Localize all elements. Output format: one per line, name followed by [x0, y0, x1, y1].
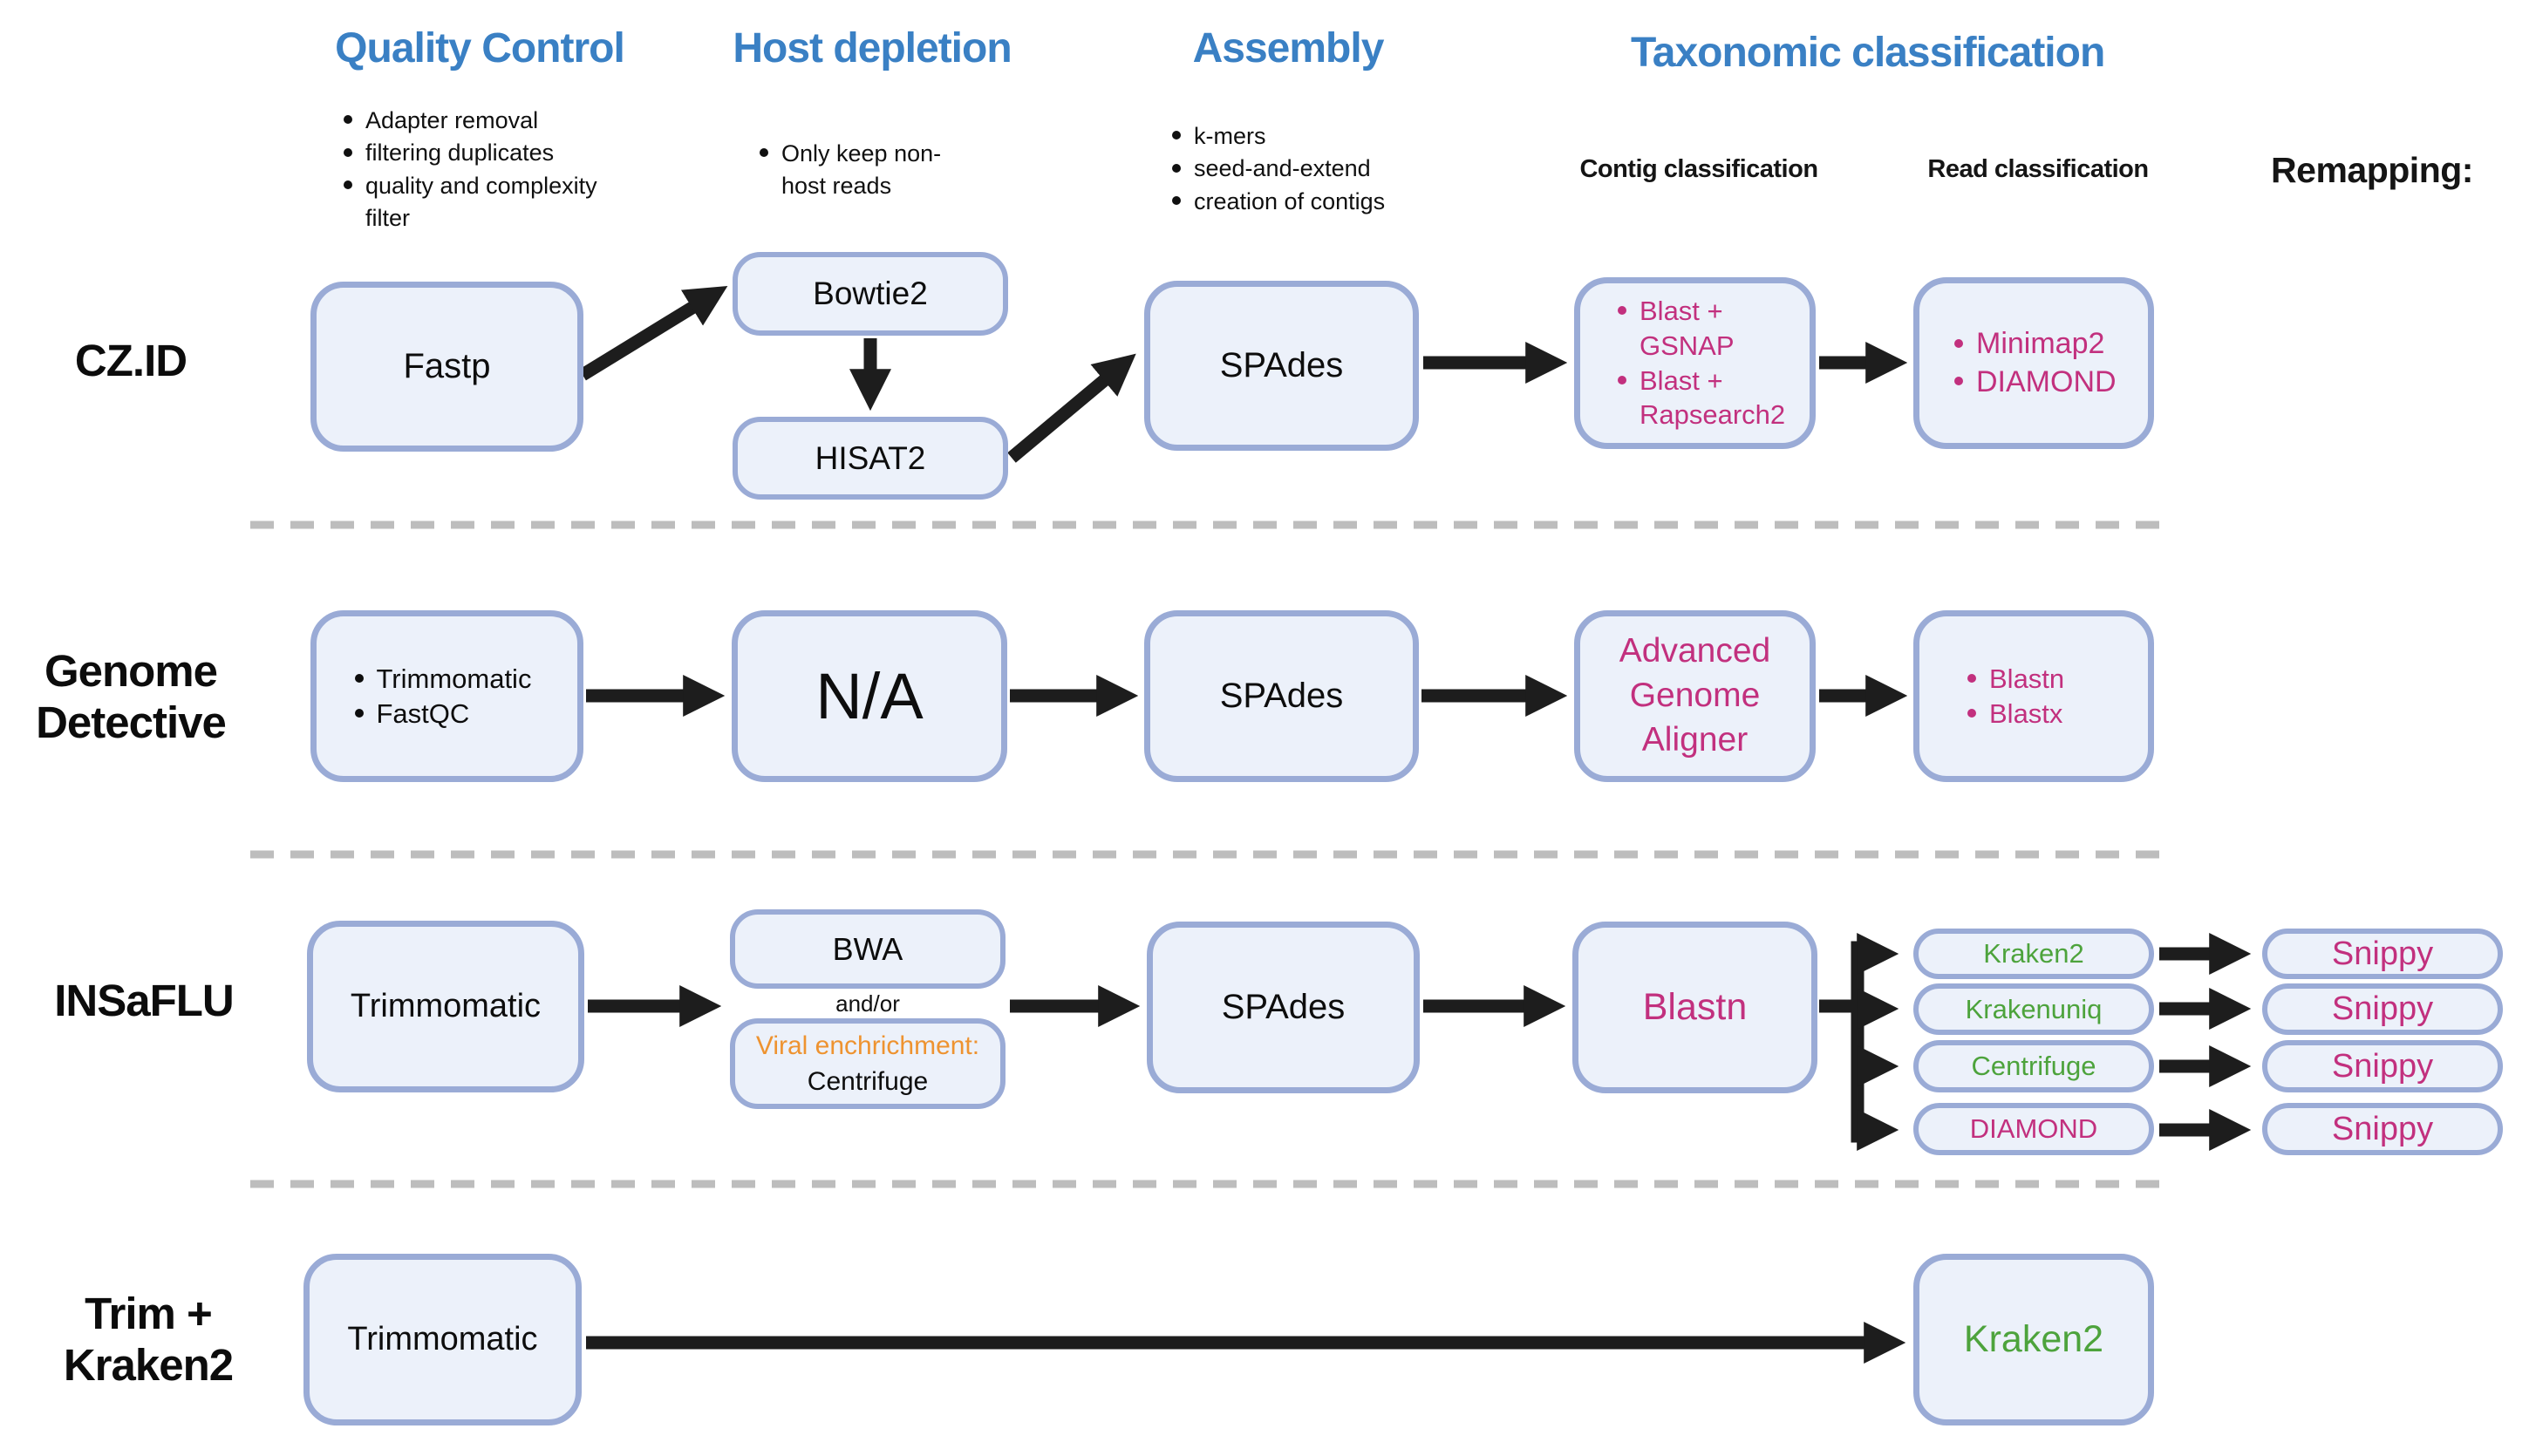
node-label: BWA — [832, 930, 903, 967]
node-czid-spades: SPAdes — [1144, 281, 1419, 451]
and-or-label: and/or — [835, 990, 900, 1017]
node-snippy-3: Snippy — [2262, 1040, 2503, 1092]
node-snippy-4: Snippy — [2262, 1103, 2503, 1155]
row-label-genome-detective: Genome Detective — [36, 646, 227, 748]
tool-item: Blastx — [1960, 697, 2108, 731]
node-insaflu-bwa: BWA — [730, 909, 1006, 989]
node-snippy-2: Snippy — [2262, 983, 2503, 1035]
node-tool-list: Blast + GSNAP Blast + Rapsearch2 — [1610, 294, 1785, 432]
node-label: Trimmomatic — [350, 988, 542, 1024]
node-label: N/A — [815, 660, 924, 732]
host-depletion-notes: Only keep non-host reads — [752, 138, 970, 203]
node-insaflu-krakenuniq: Krakenuniq — [1913, 983, 2154, 1035]
tool-item: Blast + GSNAP — [1610, 294, 1780, 363]
node-label: Bowtie2 — [813, 276, 928, 311]
node-label: Snippy — [2331, 1110, 2434, 1147]
node-label: Kraken2 — [1983, 938, 2084, 969]
tool-item: Trimmomatic — [347, 662, 548, 697]
tool-item: Blastn — [1960, 662, 2108, 697]
note-item: Only keep non-host reads — [752, 138, 970, 203]
node-czid-fastp: Fastp — [310, 282, 583, 452]
node-label: DIAMOND — [1969, 1113, 2098, 1144]
node-label: Blastn — [1642, 986, 1748, 1028]
node-snippy-1: Snippy — [2262, 929, 2503, 979]
subheader-read-classification: Read classification — [1927, 155, 2149, 183]
node-gd-spades: SPAdes — [1144, 610, 1419, 782]
node-label: SPAdes — [1219, 346, 1344, 384]
node-label: Krakenuniq — [1965, 993, 2103, 1024]
node-label: SPAdes — [1221, 988, 1346, 1026]
node-gd-read-classification: Blastn Blastx — [1913, 610, 2154, 782]
node-insaflu-spades: SPAdes — [1147, 922, 1420, 1093]
node-insaflu-trimmomatic: Trimmomatic — [307, 921, 584, 1092]
node-tool-list: Blastn Blastx — [1960, 662, 2108, 731]
tool-item: FastQC — [347, 697, 548, 731]
node-gd-contig-classification: Advanced Genome Aligner — [1574, 610, 1816, 782]
node-label: Fastp — [403, 347, 491, 385]
node-label: SPAdes — [1219, 677, 1344, 715]
node-czid-read-classification: Minimap2 DIAMOND — [1913, 277, 2154, 449]
flow-arrows — [579, 285, 2252, 1364]
node-czid-contig-classification: Blast + GSNAP Blast + Rapsearch2 — [1574, 277, 1816, 449]
tool-item: Blast + Rapsearch2 — [1610, 364, 1785, 432]
viral-enrichment-tool: Centrifuge — [807, 1067, 929, 1096]
node-insaflu-centrifuge: Centrifuge — [1913, 1040, 2154, 1092]
row-label-trim-kraken2: Trim + Kraken2 — [63, 1289, 234, 1391]
viral-enrichment-stack: Viral enchrichment: Centrifuge — [756, 1030, 979, 1099]
quality-control-notes: Adapter removal filtering duplicates qua… — [336, 105, 624, 235]
row-label-insaflu: INSaFLU — [54, 976, 235, 1025]
tool-item: Minimap2 — [1946, 325, 2121, 364]
node-tk-kraken2: Kraken2 — [1913, 1254, 2154, 1425]
note-item: Adapter removal — [336, 105, 624, 137]
note-item: seed-and-extend — [1164, 153, 1452, 185]
node-tk-trimmomatic: Trimmomatic — [303, 1254, 582, 1425]
node-label: Trimmomatic — [347, 1321, 538, 1357]
subheader-contig-classification: Contig classification — [1579, 155, 1818, 183]
header-quality-control: Quality Control — [335, 25, 625, 71]
note-item: creation of contigs — [1164, 186, 1452, 218]
header-host-depletion: Host depletion — [733, 25, 1012, 71]
node-label: Snippy — [2331, 990, 2434, 1027]
header-assembly: Assembly — [1192, 25, 1385, 71]
node-gd-host-depletion: N/A — [732, 610, 1007, 782]
node-label: Snippy — [2331, 935, 2434, 972]
row-label-czid: CZ.ID — [74, 336, 187, 385]
header-taxonomic-classification: Taxonomic classification — [1631, 30, 2105, 76]
node-czid-bowtie2: Bowtie2 — [733, 252, 1008, 336]
assembly-notes: k-mers seed-and-extend creation of conti… — [1164, 120, 1452, 218]
node-insaflu-blastn: Blastn — [1572, 922, 1817, 1093]
node-label: Kraken2 — [1963, 1318, 2104, 1360]
node-insaflu-kraken2: Kraken2 — [1913, 929, 2154, 979]
viral-enrichment-title: Viral enchrichment: — [755, 1031, 980, 1060]
note-item: filtering duplicates — [336, 137, 624, 169]
note-item: k-mers — [1164, 120, 1452, 153]
node-tool-list: Trimmomatic FastQC — [347, 662, 548, 731]
node-label: HISAT2 — [815, 439, 926, 476]
node-label: Snippy — [2331, 1047, 2434, 1085]
node-label: Advanced Genome Aligner — [1619, 632, 1771, 759]
node-gd-quality-control: Trimmomatic FastQC — [310, 610, 583, 782]
node-insaflu-viral-enrichment: Viral enchrichment: Centrifuge — [730, 1018, 1006, 1109]
node-insaflu-diamond: DIAMOND — [1913, 1103, 2154, 1155]
note-item: quality and complexity filter — [336, 170, 624, 235]
header-remapping: Remapping: — [2271, 150, 2473, 190]
node-czid-hisat2: HISAT2 — [733, 417, 1008, 500]
node-label: Centrifuge — [1971, 1051, 2096, 1081]
node-tool-list: Minimap2 DIAMOND — [1946, 325, 2121, 401]
tool-item: DIAMOND — [1946, 364, 2121, 402]
